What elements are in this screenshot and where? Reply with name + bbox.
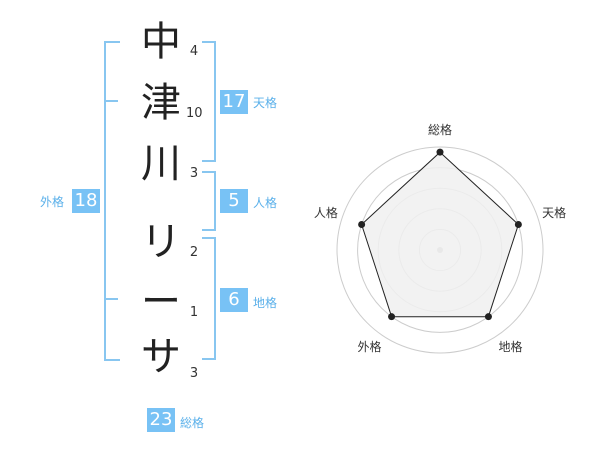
- name-char-5: ー: [141, 279, 181, 325]
- jinkaku-bracket: [202, 171, 216, 231]
- gaikaku-bracket-tick: [106, 298, 118, 300]
- gaikaku-value: 18: [72, 189, 100, 213]
- radar-axis-label: 地格: [498, 339, 522, 354]
- radar-point-5: [358, 221, 366, 229]
- tenkaku-value: 17: [220, 90, 248, 114]
- stroke-count-5: 1: [189, 305, 199, 320]
- stroke-count-2: 10: [186, 106, 203, 121]
- gaikaku-label: 外格: [40, 195, 65, 209]
- name-char-3: 川: [141, 141, 181, 187]
- radar-axis-label: 外格: [357, 339, 381, 354]
- name-char-4: リ: [141, 219, 181, 265]
- chikaku-bracket: [202, 237, 216, 360]
- gaikaku-bracket: [104, 41, 120, 361]
- chikaku-value: 6: [220, 288, 248, 312]
- radar-point-3: [484, 313, 492, 321]
- stroke-count-1: 4: [189, 44, 199, 59]
- name-char-6: サ: [141, 334, 181, 380]
- radar-point-2: [514, 221, 522, 229]
- tenkaku-bracket: [202, 41, 216, 162]
- radar-series-area: [361, 151, 519, 318]
- tenkaku-label: 天格: [253, 96, 278, 110]
- radar-axis-label: 人格: [314, 205, 338, 220]
- radar-point-1: [436, 148, 444, 156]
- stroke-count-3: 3: [189, 166, 199, 181]
- soukaku-value: 23: [147, 408, 175, 432]
- gaikaku-bracket-tick: [106, 100, 118, 102]
- jinkaku-label: 人格: [253, 196, 278, 210]
- chikaku-label: 地格: [253, 296, 278, 310]
- soukaku-label: 総格: [180, 416, 205, 430]
- stroke-count-6: 3: [189, 366, 199, 381]
- radar-axis-label: 天格: [542, 205, 566, 220]
- jinkaku-value: 5: [220, 189, 248, 213]
- name-char-2: 津: [141, 80, 181, 126]
- name-char-1: 中: [141, 19, 181, 65]
- radar-point-4: [388, 313, 396, 321]
- stroke-count-4: 2: [189, 245, 199, 260]
- radar-axis-label: 総格: [428, 122, 452, 137]
